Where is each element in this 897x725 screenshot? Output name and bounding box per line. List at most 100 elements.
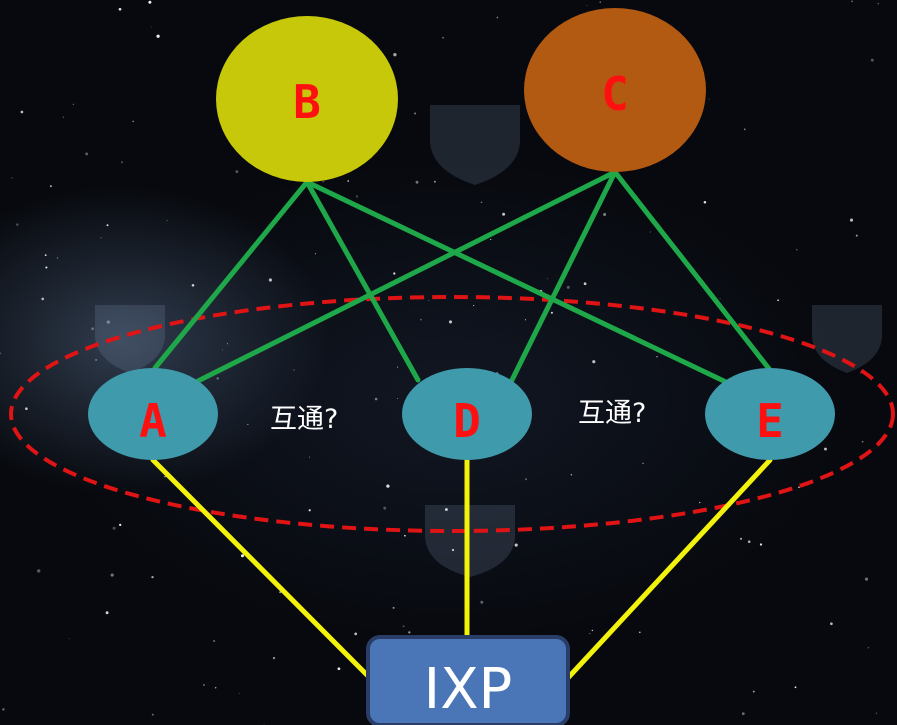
- star: [44, 254, 47, 256]
- star: [864, 577, 869, 581]
- star: [106, 320, 110, 324]
- watermark: [95, 105, 882, 577]
- star: [11, 177, 13, 179]
- star: [151, 575, 154, 579]
- star: [45, 266, 48, 269]
- star: [404, 534, 406, 537]
- star: [322, 180, 324, 183]
- link-e-ixp: [563, 457, 773, 683]
- star: [414, 112, 417, 115]
- star: [308, 509, 311, 512]
- star: [514, 543, 518, 547]
- star: [448, 320, 453, 324]
- star: [855, 234, 858, 237]
- ixp-links: [150, 457, 773, 683]
- upstream-links: [152, 169, 773, 386]
- star: [473, 305, 475, 307]
- star: [496, 16, 499, 19]
- star: [156, 34, 160, 38]
- star: [699, 501, 701, 504]
- star: [777, 299, 779, 302]
- link-b-d: [304, 179, 421, 383]
- star: [393, 53, 397, 57]
- star: [415, 180, 419, 184]
- ixp-label: IXP: [424, 657, 513, 722]
- star: [875, 712, 878, 714]
- star: [490, 238, 492, 241]
- ixp-box: [366, 635, 570, 725]
- star: [216, 377, 219, 380]
- star: [589, 632, 591, 635]
- star: [221, 349, 223, 351]
- star: [355, 195, 359, 198]
- star: [759, 543, 763, 546]
- peer-group-boundary: [9, 295, 895, 533]
- star: [203, 684, 205, 686]
- star: [85, 152, 89, 156]
- star: [642, 462, 644, 465]
- link-a-ixp: [150, 457, 375, 683]
- star: [151, 713, 154, 716]
- star: [293, 369, 295, 371]
- star: [118, 7, 122, 11]
- star: [480, 600, 484, 604]
- star: [354, 632, 358, 636]
- star: [119, 523, 122, 527]
- star: [383, 506, 387, 510]
- star: [603, 213, 607, 216]
- star: [408, 631, 411, 634]
- star: [570, 474, 573, 476]
- star: [480, 201, 483, 204]
- link-b-e: [304, 179, 731, 386]
- star: [392, 606, 395, 609]
- star: [599, 1, 601, 3]
- star: [708, 98, 710, 100]
- star: [16, 223, 19, 226]
- star: [703, 201, 707, 204]
- node-c-label: C: [601, 67, 629, 121]
- star: [62, 116, 64, 118]
- star: [2, 708, 5, 711]
- star: [861, 440, 864, 443]
- star: [752, 690, 755, 693]
- star: [739, 537, 743, 540]
- link-c-d: [509, 169, 618, 383]
- star: [148, 0, 152, 4]
- star: [444, 508, 448, 511]
- star: [397, 366, 399, 368]
- star: [747, 540, 751, 543]
- node-e: [705, 368, 835, 460]
- star: [719, 298, 721, 300]
- star: [374, 397, 378, 401]
- star: [132, 120, 134, 123]
- link-c-e: [612, 169, 773, 373]
- star: [68, 638, 70, 640]
- node-d-label: D: [453, 394, 481, 448]
- star: [37, 569, 41, 573]
- star: [741, 712, 745, 716]
- star: [226, 343, 228, 345]
- star: [41, 297, 44, 301]
- star: [308, 456, 311, 458]
- star: [656, 356, 658, 358]
- star: [830, 622, 833, 626]
- star: [586, 5, 588, 7]
- star: [524, 319, 526, 321]
- star: [191, 284, 195, 287]
- star: [166, 219, 168, 221]
- star: [272, 656, 276, 660]
- node-c: [524, 8, 706, 172]
- star: [49, 185, 52, 188]
- link-c-a: [195, 169, 618, 384]
- star: [247, 423, 249, 425]
- star: [849, 218, 854, 222]
- star: [397, 397, 398, 399]
- star: [591, 629, 593, 632]
- node-b-label: B: [293, 75, 321, 129]
- star: [91, 327, 94, 331]
- star: [638, 631, 641, 634]
- star: [347, 180, 350, 182]
- node-e-label: E: [756, 394, 784, 448]
- star: [433, 180, 436, 183]
